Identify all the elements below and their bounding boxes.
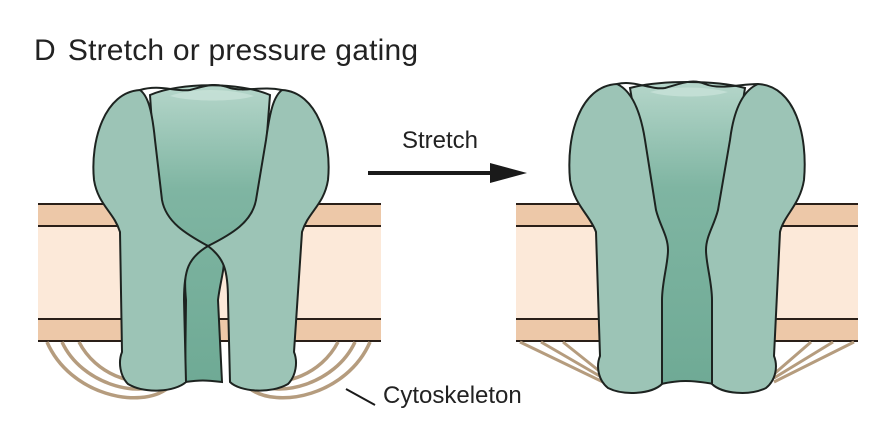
cytoskeleton-label: Cytoskeleton bbox=[383, 382, 522, 409]
figure-title: D Stretch or pressure gating bbox=[34, 34, 418, 68]
stretch-arrow bbox=[368, 163, 527, 183]
ion-channel-closed bbox=[92, 83, 330, 392]
stretch-label: Stretch bbox=[402, 127, 479, 154]
channel-subunit-right bbox=[206, 88, 330, 392]
callout-leader-line bbox=[345, 388, 376, 406]
channel-subunit-left bbox=[92, 88, 211, 392]
panel-letter: D bbox=[34, 34, 56, 67]
title-text: Stretch or pressure gating bbox=[67, 34, 419, 67]
ion-channel-open bbox=[568, 80, 806, 394]
arrowhead-icon bbox=[490, 163, 527, 183]
channel-subunit-left bbox=[568, 82, 670, 394]
cytoskeleton-right-open bbox=[519, 340, 855, 384]
channel-subunit-right bbox=[704, 82, 806, 394]
